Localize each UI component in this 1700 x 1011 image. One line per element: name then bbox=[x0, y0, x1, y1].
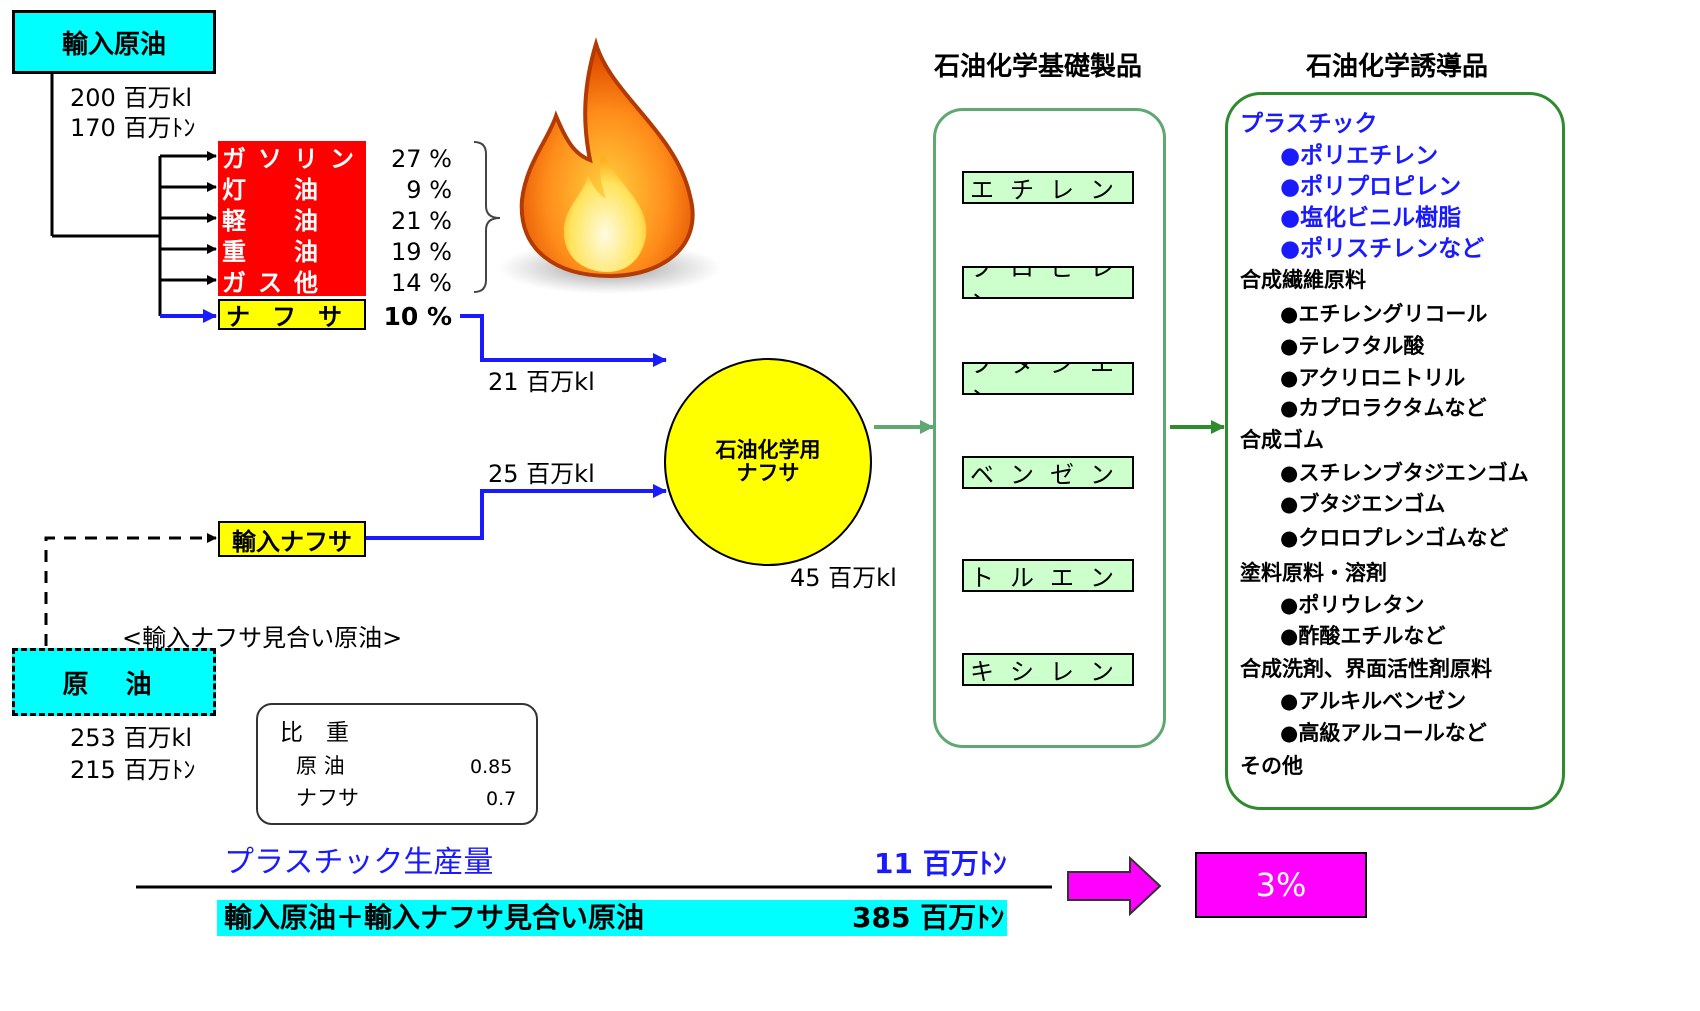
result-box: 3% bbox=[1195, 852, 1367, 918]
product-diesel: 軽 油 bbox=[218, 203, 366, 235]
denominator-highlight bbox=[217, 900, 1007, 936]
import-crude-label: 輸入原油 bbox=[61, 29, 166, 60]
derivative-group-fiber: 合成繊維原料 bbox=[1240, 268, 1366, 292]
derivative-item: ●アクリロニトリル bbox=[1280, 366, 1466, 390]
center-total: 45 百万kl bbox=[790, 564, 897, 592]
product-pct-gasoline: 27 % bbox=[391, 145, 452, 173]
center-line2: ナフサ bbox=[736, 461, 800, 485]
basic-item-benzene: ベンゼン bbox=[962, 456, 1134, 489]
derivative-group-other: その他 bbox=[1240, 754, 1303, 778]
basic-products-panel bbox=[933, 108, 1166, 748]
derivative-item: ●クロロプレンゴムなど bbox=[1280, 526, 1509, 550]
import-crude-box: 輸入原油 bbox=[12, 10, 216, 74]
import-crude-volume: 200 百万kl bbox=[70, 84, 193, 112]
product-pct-kerosene: 9 % bbox=[406, 176, 452, 204]
derivatives-panel bbox=[1225, 92, 1565, 810]
naphtha-box: ナフサ bbox=[218, 299, 366, 331]
basic-item-xylene: キシレン bbox=[962, 653, 1134, 686]
crude-equiv-caption: <輸入ナフサ見合い原油> bbox=[122, 624, 403, 652]
crude-equiv-box: 原 油 bbox=[12, 648, 216, 716]
denominator-value: 385 百万ﾄﾝ bbox=[852, 901, 1005, 934]
import-naphtha-flow: 25 百万kl bbox=[488, 460, 595, 488]
plastic-production-value: 11 百万ﾄﾝ bbox=[874, 847, 1007, 880]
derivative-item: ●ポリプロピレン bbox=[1280, 174, 1462, 200]
basic-products-heading: 石油化学基礎製品 bbox=[934, 52, 1143, 82]
derivative-item: ●ブタジエンゴム bbox=[1280, 492, 1446, 516]
derivative-item: ●ポリスチレンなど bbox=[1280, 236, 1485, 262]
derivative-item: ●塩化ビニル樹脂 bbox=[1280, 205, 1462, 231]
specific-gravity-crude-name: 原 油 bbox=[296, 754, 345, 778]
derivative-item: ●カプロラクタムなど bbox=[1280, 396, 1487, 420]
plastic-production-label: プラスチック生産量 bbox=[224, 845, 494, 880]
derivatives-heading: 石油化学誘導品 bbox=[1306, 52, 1489, 82]
derivative-group-coatings: 塗料原料・溶剤 bbox=[1240, 561, 1387, 585]
product-gas-other: ガス他 bbox=[218, 265, 366, 297]
derivative-item: ●ポリウレタン bbox=[1280, 593, 1425, 617]
product-heavy-oil: 重 油 bbox=[218, 234, 366, 266]
denominator-label: 輸入原油＋輸入ナフサ見合い原油 bbox=[224, 901, 645, 934]
derivative-item: ●高級アルコールなど bbox=[1280, 721, 1487, 745]
specific-gravity-naphtha-name: ナフサ bbox=[296, 786, 359, 810]
basic-item-butadiene: ブタジエン bbox=[962, 362, 1134, 395]
petrochemical-naphtha-node: 石油化学用 ナフサ bbox=[664, 358, 872, 566]
brace-icon bbox=[473, 141, 501, 293]
fire-icon bbox=[498, 37, 722, 294]
derivative-group-detergent: 合成洗剤、界面活性剤原料 bbox=[1240, 657, 1492, 681]
derivative-item: ●ポリエチレン bbox=[1280, 143, 1439, 169]
derivative-item: ●酢酸エチルなど bbox=[1280, 624, 1446, 648]
specific-gravity-crude-value: 0.85 bbox=[470, 756, 513, 778]
import-naphtha-box: 輸入ナフサ bbox=[218, 521, 366, 557]
center-line1: 石油化学用 bbox=[715, 437, 821, 462]
derivative-group-plastics: プラスチック bbox=[1240, 111, 1378, 137]
basic-item-propylene: プロピレン bbox=[962, 266, 1134, 299]
derivative-item: ●アルキルベンゼン bbox=[1280, 689, 1467, 713]
specific-gravity-box bbox=[256, 703, 538, 825]
derivative-item: ●スチレンブタジエンゴム bbox=[1280, 461, 1529, 485]
product-kerosene: 灯 油 bbox=[218, 172, 366, 204]
basic-item-ethylene: エチレン bbox=[962, 171, 1134, 204]
import-crude-weight: 170 百万ﾄﾝ bbox=[70, 114, 196, 142]
basic-item-toluene: トルエン bbox=[962, 559, 1134, 592]
product-gasoline: ガソリン bbox=[218, 141, 366, 173]
specific-gravity-title: 比 重 bbox=[280, 720, 349, 746]
naphtha-pct: 10 % bbox=[383, 302, 452, 331]
product-pct-gas-other: 14 % bbox=[391, 269, 452, 297]
derivative-group-rubber: 合成ゴム bbox=[1240, 428, 1324, 452]
crude-equiv-weight: 215 百万ﾄﾝ bbox=[70, 756, 196, 784]
derivative-item: ●エチレングリコール bbox=[1280, 302, 1488, 326]
product-pct-diesel: 21 % bbox=[391, 207, 452, 235]
naphtha-flow: 21 百万kl bbox=[488, 368, 595, 396]
specific-gravity-naphtha-value: 0.7 bbox=[486, 788, 517, 810]
product-pct-heavy-oil: 19 % bbox=[391, 238, 452, 266]
right-arrow-icon bbox=[1067, 855, 1162, 917]
derivative-item: ●テレフタル酸 bbox=[1280, 334, 1425, 358]
crude-equiv-volume: 253 百万kl bbox=[70, 724, 193, 752]
